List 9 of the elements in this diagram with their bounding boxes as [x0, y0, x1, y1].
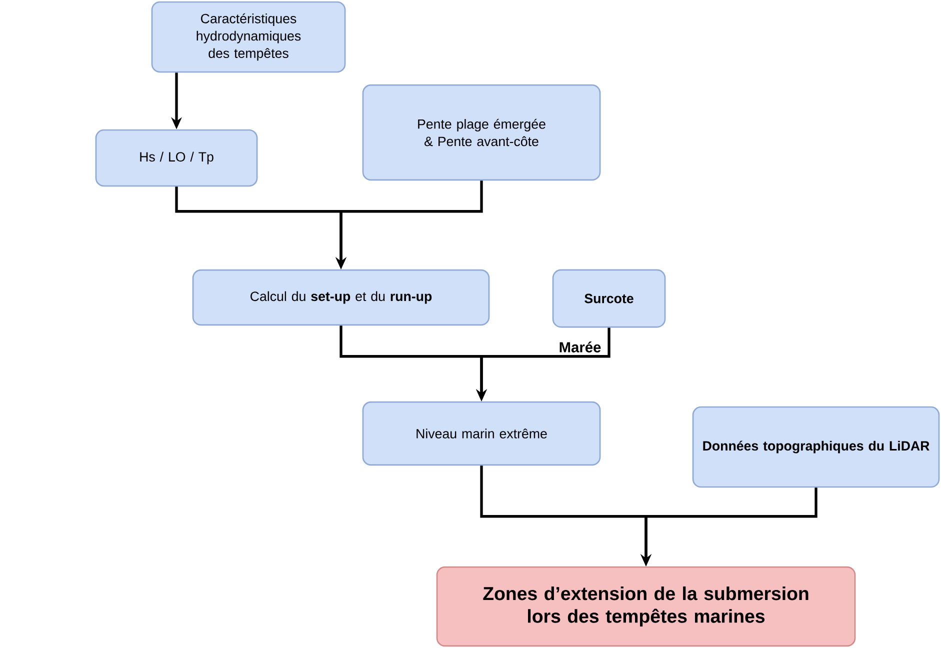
process-box: Hs / LO / Tp	[95, 129, 258, 187]
process-box: Calcul du set-up et du run-up	[192, 269, 490, 326]
label: Marée	[560, 342, 601, 352]
process-box: Caractéristiques hydrodynamiques des tempêtes	[151, 1, 346, 73]
process-box: Niveau marin extrême	[362, 401, 601, 466]
process-box: Données topographiques du LiDAR	[692, 406, 940, 488]
process-box: Zones d’extension de la submersion lors des tempêtes marines	[436, 566, 856, 647]
process-box: Pente plage émergée & Pente avant-côte	[362, 84, 601, 181]
process-box: Surcote	[552, 269, 666, 328]
